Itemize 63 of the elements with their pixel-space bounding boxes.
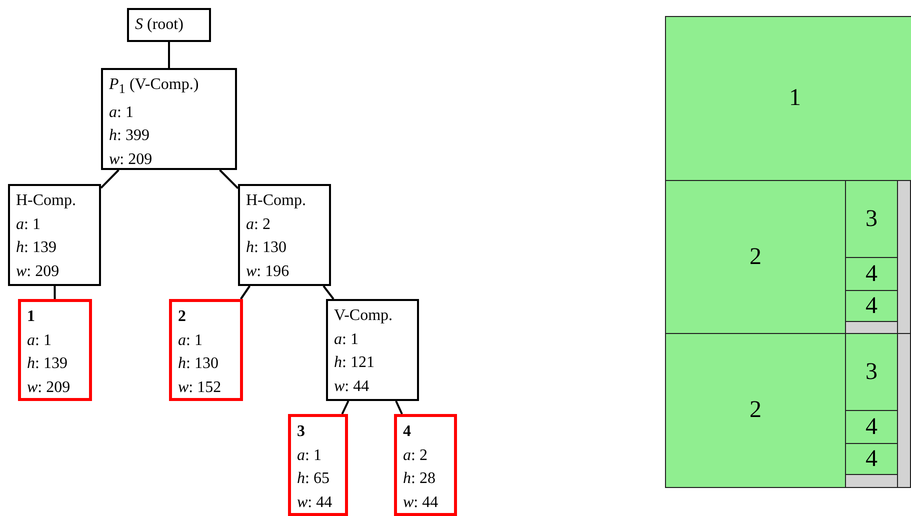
tree-edge [322,285,334,300]
packed-rectangle: 3 [845,180,898,258]
tree-node-box [238,184,331,286]
node-heading: 4 [403,422,412,442]
leaf-node-box [288,414,348,516]
attribute-text: w: 44 [403,492,440,512]
tree-node-box [8,184,101,286]
attribute-text: a: 1 [27,330,52,350]
packed-rectangle: 4 [845,443,898,475]
tree-node-box [326,299,419,401]
unused-area [897,333,911,488]
node-heading: 1 [27,307,36,327]
attribute-text: h: 121 [334,353,376,373]
tree-edge [54,286,56,299]
tree-edge [341,400,350,414]
attribute-text: h: 139 [16,238,58,258]
node-heading: 2 [178,307,187,327]
unused-area [897,180,911,334]
unused-area [845,474,898,488]
node-heading: V-Comp. [334,306,394,326]
attribute-text: h: 65 [297,469,330,489]
packed-rectangle: 2 [665,333,846,488]
node-heading: H-Comp. [246,191,307,211]
attribute-text: w: 209 [109,150,154,170]
attribute-text: w: 209 [16,262,60,282]
node-heading: S (root) [135,15,184,35]
packed-rectangle: 2 [665,180,846,334]
attribute-text: h: 139 [27,354,68,374]
attribute-text: w: 44 [334,376,370,396]
node-heading: H-Comp. [16,191,77,211]
attribute-text: a: 1 [16,214,42,234]
tree-edge [168,42,170,68]
tree-node-box [127,8,211,42]
attribute-text: a: 2 [246,214,272,234]
packed-rectangle: 3 [845,333,898,411]
attribute-text: h: 130 [246,238,288,258]
leaf-node-box [394,414,457,516]
attribute-text: w: 44 [297,492,334,512]
unused-area [845,321,898,334]
leaf-node-box [18,299,92,401]
attribute-text: h: 28 [403,469,436,489]
attribute-text: h: 130 [178,354,220,374]
packed-rectangle: 4 [845,290,898,322]
packed-rectangle: 1 [665,16,911,181]
attribute-text: w: 209 [27,378,72,398]
attribute-text: a: 2 [403,446,428,466]
tree-edge [395,400,403,414]
attribute-text: w: 196 [246,262,290,282]
attribute-text: a: 1 [109,102,134,123]
attribute-text: h: 399 [109,126,150,146]
tree-edge [240,285,251,300]
node-heading: 3 [297,422,306,442]
attribute-text: a: 1 [334,330,360,350]
node-heading: P$_{1}$ (V-Comp.) [109,75,200,98]
attribute-text: a: 1 [297,446,322,466]
attribute-text: w: 152 [178,378,222,398]
tree-edge [219,169,239,189]
packed-rectangle: 4 [845,410,898,444]
leaf-node-box [169,299,243,401]
tree-edge [100,169,120,189]
attribute-text: a: 1 [178,330,204,350]
packed-rectangle: 4 [845,257,898,291]
tree-node-box [101,68,237,170]
